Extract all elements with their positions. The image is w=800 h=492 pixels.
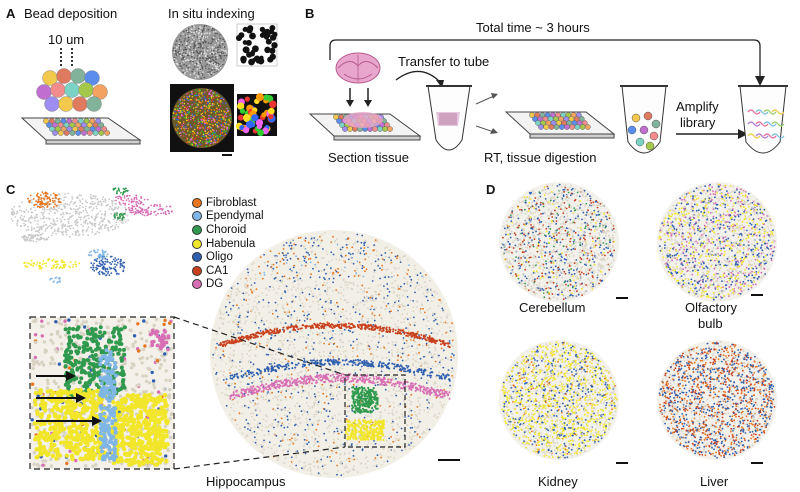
tube-icon — [426, 85, 472, 151]
transfer-label: Transfer to tube — [398, 54, 490, 69]
legend-swatch — [192, 224, 202, 235]
legend-item-ca1: CA1 — [192, 264, 264, 278]
panel-b-label: B — [305, 6, 315, 21]
bead-deposition-title: Bead deposition — [24, 6, 118, 21]
legend-label: DG — [206, 278, 224, 291]
tube-with-beads-icon — [620, 85, 668, 154]
legend-swatch — [192, 211, 202, 222]
liver-puck — [657, 340, 777, 460]
cerebellum-label: Cerebellum — [519, 300, 586, 315]
cerebellum-puck — [499, 182, 619, 302]
total-time-label: Total time ~ 3 hours — [476, 20, 590, 35]
legend-label: Fibroblast — [206, 196, 257, 209]
bead-cluster-figure — [20, 48, 142, 145]
legend-label: CA1 — [206, 264, 229, 277]
legend-item-ependymal: Ependymal — [192, 210, 264, 224]
bulb-label: bulb — [698, 316, 723, 331]
legend-item-oligo: Oligo — [192, 250, 264, 264]
legend-swatch — [192, 197, 202, 208]
panel-a-label: A — [6, 6, 16, 21]
olfactory-label: Olfactory — [685, 300, 738, 315]
legend-label: Ependymal — [206, 210, 264, 223]
legend-swatch — [192, 265, 202, 276]
hippocampus-figure — [29, 230, 460, 478]
legend-label: Choroid — [206, 223, 247, 236]
legend-item-dg: DG — [192, 278, 264, 292]
legend-label: Habenula — [206, 237, 256, 250]
legend-swatch — [192, 252, 202, 263]
legend-label: Oligo — [206, 251, 233, 264]
bead-size-label: 10 um — [48, 32, 85, 47]
hippocampus-label: Hippocampus — [206, 474, 286, 489]
indexing-images — [170, 23, 278, 156]
rt-digestion-label: RT, tissue digestion — [484, 150, 597, 165]
tube-amplified-icon — [738, 85, 788, 154]
legend-item-habenula: Habenula — [192, 237, 264, 251]
tissue-pucks — [499, 182, 777, 464]
amplify-label-line1: Amplify — [676, 99, 719, 114]
section-tissue-label: Section tissue — [328, 150, 409, 165]
panel-c-label: C — [6, 182, 16, 197]
cell-type-legend: Fibroblast Ependymal Choroid Habenula Ol… — [192, 196, 264, 291]
indexing-title: In situ indexing — [168, 6, 255, 21]
brain-icon — [335, 52, 381, 84]
liver-label: Liver — [700, 474, 729, 489]
legend-swatch — [192, 279, 202, 290]
olfactory-bulb-puck — [657, 182, 777, 302]
legend-swatch — [192, 238, 202, 249]
zoom-arrows — [36, 371, 102, 426]
legend-item-choroid: Choroid — [192, 223, 264, 237]
umap-plot — [10, 187, 174, 284]
kidney-label: Kidney — [538, 474, 578, 489]
legend-item-fibroblast: Fibroblast — [192, 196, 264, 210]
workflow-diagram — [308, 39, 788, 154]
panel-d-label: D — [486, 182, 496, 197]
amplify-label-line2: library — [680, 115, 716, 130]
kidney-puck — [499, 340, 619, 460]
